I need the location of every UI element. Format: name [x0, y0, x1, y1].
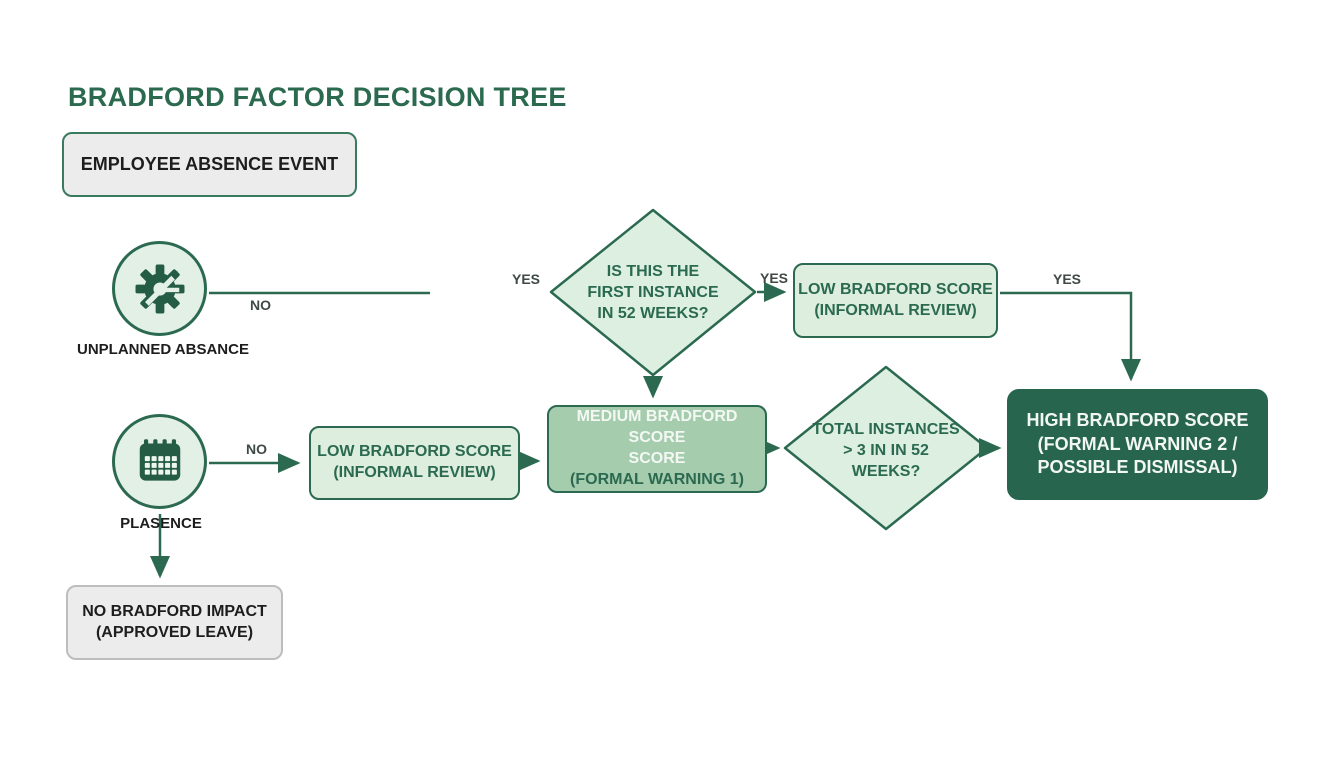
edge-label-no: NO [250, 297, 271, 313]
decision-first-instance: IS THIS THE FIRST INSTANCE IN 52 WEEKS? [563, 262, 743, 324]
node-planned-absence [112, 414, 207, 509]
unplanned-absence-label: UNPLANNED ABSANCE [77, 341, 249, 358]
decision-line: FIRST INSTANCE [587, 283, 719, 301]
node-line: (INFORMAL REVIEW) [333, 464, 496, 481]
calendar-icon [139, 438, 180, 481]
decision-line: IS THIS THE [606, 263, 700, 280]
decision-line: WEEKS? [851, 462, 921, 480]
node-medium-bradford-score: MEDIUM BRADFORD SCORE SCORE (FORMAL WARN… [547, 405, 767, 493]
planned-absence-label: PLASENCE [120, 515, 202, 532]
node-line: HIGH BRADFORD SCORE [1026, 410, 1249, 431]
node-no-bradford-impact: NO BRADFORD IMPACT (APPROVED LEAVE) [66, 585, 283, 660]
edge-label-yes: YES [760, 270, 789, 286]
node-line: (INFORMAL REVIEW) [814, 301, 977, 319]
node-line: (FORMAL WARNING 2 / [1037, 433, 1238, 454]
edge-low-top-yes [1000, 291, 1141, 382]
decision-line: IN 52 WEEKS? [597, 304, 709, 322]
node-employee-absence-event: EMPLOYEE ABSENCE EVENT [62, 132, 357, 197]
node-line: POSSIBLE DISMISSAL) [1037, 457, 1238, 478]
node-line: (FORMAL WARNING 1) [570, 470, 744, 488]
decision-line: > 3 IN IN 52 [843, 441, 929, 459]
node-line: SCORE [628, 450, 686, 467]
gear-icon [135, 264, 184, 313]
node-line: NO BRADFORD IMPACT [82, 602, 267, 620]
decision-line: TOTAL INSTANCES [812, 421, 960, 438]
page-title: BRADFORD FACTOR DECISION TREE [68, 82, 567, 112]
node-unplanned-absence [112, 241, 207, 336]
node-line: LOW BRADFORD SCORE [798, 280, 993, 298]
edge-label-yes: YES [512, 271, 541, 287]
node-line: MEDIUM BRADFORD SCORE [576, 408, 738, 447]
node-line: (APPROVED LEAVE) [95, 623, 254, 641]
decision-total-instances: TOTAL INSTANCES > 3 IN IN 52 WEEKS? [795, 420, 977, 482]
node-low-bradford-score-top: LOW BRADFORD SCORE (INFORMAL REVIEW) [793, 263, 998, 338]
edge-label-yes: YES [1053, 271, 1082, 287]
node-line: LOW BRADFORD SCORE [317, 443, 512, 461]
node-label: EMPLOYEE ABSENCE EVENT [80, 153, 339, 174]
node-low-bradford-score-mid: LOW BRADFORD SCORE (INFORMAL REVIEW) [309, 426, 520, 500]
edge-label-no: NO [246, 441, 267, 457]
node-high-bradford-score: HIGH BRADFORD SCORE (FORMAL WARNING 2 / … [1007, 389, 1268, 500]
decision-total-instances-shape [783, 365, 989, 531]
decision-first-instance-shape [549, 208, 757, 377]
